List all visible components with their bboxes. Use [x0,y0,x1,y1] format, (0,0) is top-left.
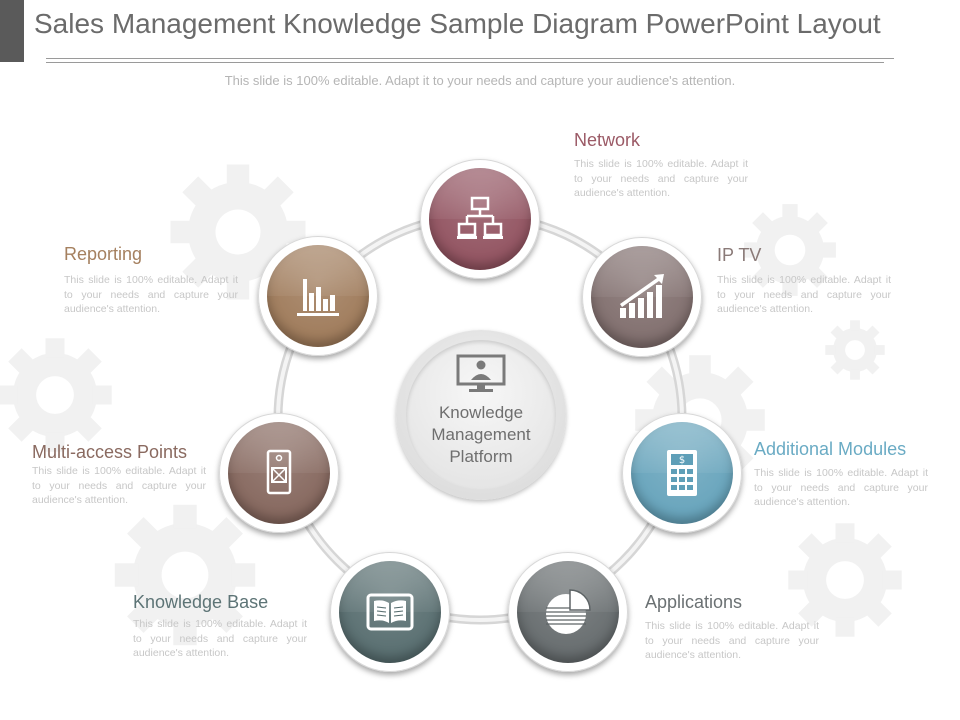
growth-chart-icon [620,274,664,318]
page-title: Sales Management Knowledge Sample Diagra… [34,8,881,39]
node-knowledge-base-fill [339,561,441,663]
node-additional-modules[interactable]: $ [622,413,742,533]
bar-chart-icon [297,279,339,316]
node-ip-tv[interactable] [582,237,702,357]
center-label-line-2: Management [431,425,531,444]
pie-chart-icon [546,589,591,634]
svg-text:$: $ [679,455,685,466]
label-additional-modules: Additional Modules [754,439,907,459]
center-label-line-1: Knowledge [438,403,524,422]
node-network[interactable] [420,159,540,279]
title-divider-secondary [46,62,884,63]
label-applications: Applications [645,592,743,612]
node-reporting[interactable] [258,236,378,356]
desc-network: This slide is 100% editable. Adapt it to… [574,158,748,199]
title-accent-bar [0,0,24,62]
node-multi-access-points[interactable] [219,413,339,533]
label-reporting: Reporting [64,244,143,264]
center-hub: Knowledge Management Platform [396,330,566,500]
presenter-monitor-icon [456,354,506,392]
desc-knowledge-base: This slide is 100% editable. Adapt it to… [133,618,307,659]
desc-applications: This slide is 100% editable. Adapt it to… [645,620,819,661]
center-label-line-3: Platform [449,447,513,466]
desc-ip-tv: This slide is 100% editable. Adapt it to… [717,274,891,315]
node-applications[interactable] [508,552,628,672]
open-book-icon [366,593,414,631]
label-network: Network [574,130,641,150]
label-multi-access-points: Multi-access Points [32,442,188,462]
desc-multi-access-points: This slide is 100% editable. Adapt it to… [32,465,206,506]
network-icon [457,196,503,239]
center-label: Knowledge Management Platform [396,402,566,468]
desc-additional-modules: This slide is 100% editable. Adapt it to… [754,467,928,508]
node-multi-access-points-fill [228,422,330,524]
device-icon [266,449,292,495]
desc-reporting: This slide is 100% editable. Adapt it to… [64,274,238,315]
title-divider [46,58,894,59]
subtitle: This slide is 100% editable. Adapt it to… [224,73,736,88]
node-network-fill [429,168,531,270]
node-ip-tv-fill [591,246,693,348]
label-ip-tv: IP TV [717,245,762,265]
node-knowledge-base[interactable] [330,552,450,672]
calculator-icon: $ [667,450,697,496]
label-knowledge-base: Knowledge Base [133,592,269,612]
